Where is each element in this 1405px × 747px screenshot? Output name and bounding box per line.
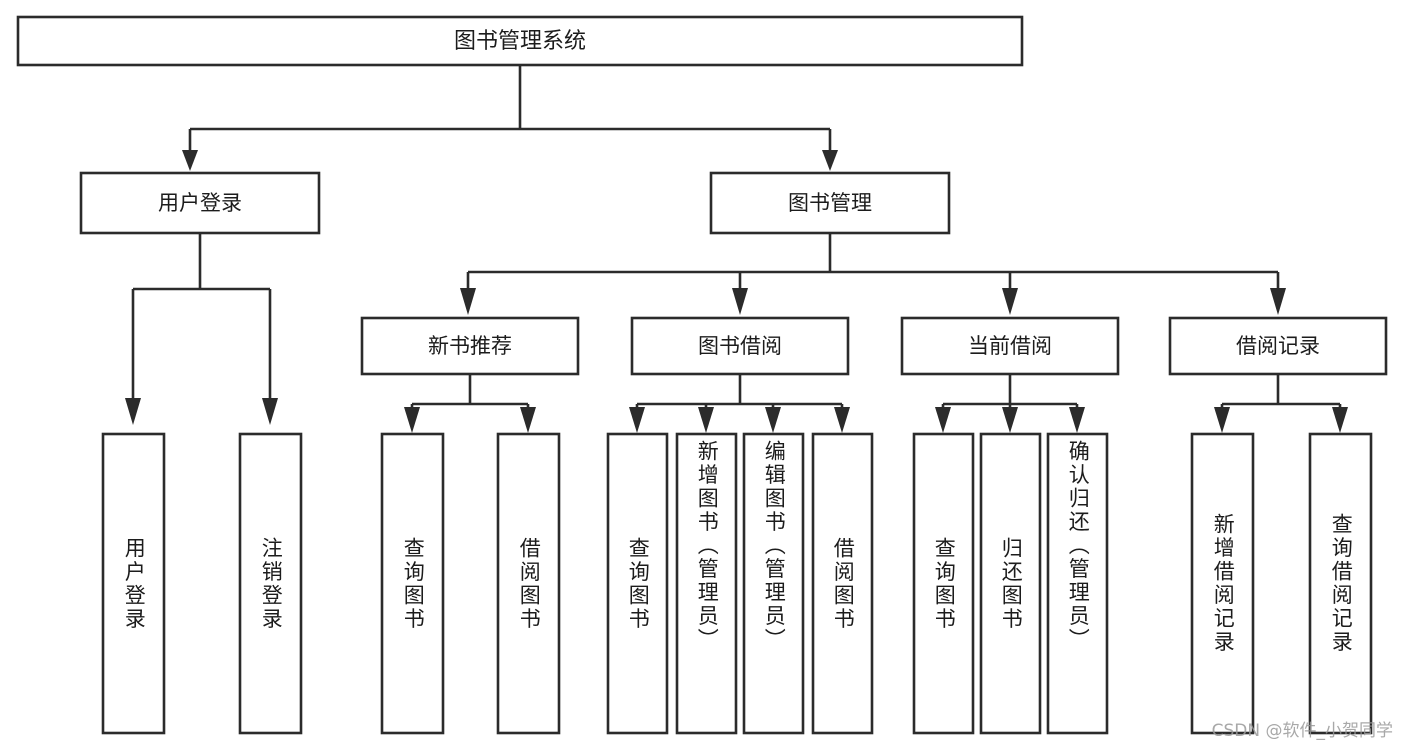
leaf-box-query-borrow-record[interactable] bbox=[1308, 432, 1373, 735]
arrow-bb-leaf1 bbox=[629, 407, 645, 433]
arrow-nb-leaf1 bbox=[404, 407, 420, 433]
node-current-borrow-box[interactable] bbox=[900, 316, 1120, 376]
watermark-text: CSDN @软件_小贺同学 bbox=[1211, 721, 1393, 741]
leaf-box-edit-book-admin[interactable] bbox=[742, 432, 805, 735]
arrow-br-leaf1 bbox=[1214, 407, 1230, 433]
arrow-to-user-login bbox=[182, 150, 198, 171]
arrow-to-book-borrow bbox=[732, 288, 748, 315]
node-current-borrow[interactable]: 当前借阅 bbox=[900, 316, 1120, 376]
arrow-br-leaf2 bbox=[1332, 407, 1348, 433]
arrow-cb-leaf1 bbox=[935, 407, 951, 433]
arrow-leaf-logout bbox=[262, 398, 278, 425]
arrow-to-borrow-record bbox=[1270, 288, 1286, 315]
node-root-box[interactable] bbox=[16, 15, 1024, 67]
arrow-cb-leaf3 bbox=[1069, 407, 1085, 433]
leaf-box-borrow-book-nb[interactable] bbox=[496, 432, 561, 735]
node-borrow-record-label: 借阅记录 bbox=[1236, 334, 1320, 358]
arrow-bb-leaf4 bbox=[834, 407, 850, 433]
node-book-borrow-box[interactable] bbox=[630, 316, 850, 376]
node-book-borrow-label: 图书借阅 bbox=[698, 334, 782, 358]
leaf-box-return-book[interactable] bbox=[979, 432, 1042, 735]
leaf-box-user-login[interactable] bbox=[101, 432, 166, 735]
leaf-box-borrow-book-bb[interactable] bbox=[811, 432, 874, 735]
arrow-to-current-borrow bbox=[1002, 288, 1018, 315]
arrow-to-new-book bbox=[460, 288, 476, 315]
node-user-login-label: 用户登录 bbox=[158, 191, 242, 215]
node-book-borrow[interactable]: 图书借阅 bbox=[630, 316, 850, 376]
arrow-bb-leaf3 bbox=[765, 407, 781, 433]
connector-layer bbox=[125, 65, 1348, 433]
arrow-bb-leaf2 bbox=[698, 407, 714, 433]
node-root-label: 图书管理系统 bbox=[454, 29, 586, 54]
arrow-nb-leaf2 bbox=[520, 407, 536, 433]
leaf-box-query-book-cb[interactable] bbox=[912, 432, 975, 735]
node-new-book-recommend[interactable]: 新书推荐 bbox=[360, 316, 580, 376]
arrow-cb-leaf2 bbox=[1002, 407, 1018, 433]
node-new-book-recommend-box[interactable] bbox=[360, 316, 580, 376]
node-user-login-box[interactable] bbox=[79, 171, 321, 235]
node-borrow-record-box[interactable] bbox=[1168, 316, 1388, 376]
leaf-box-add-book-admin[interactable] bbox=[675, 432, 738, 735]
node-root[interactable]: 图书管理系统 bbox=[16, 15, 1024, 67]
leaf-box-logout[interactable] bbox=[238, 432, 303, 735]
leaf-box-confirm-return-admin[interactable] bbox=[1046, 432, 1109, 735]
node-borrow-record[interactable]: 借阅记录 bbox=[1168, 316, 1388, 376]
node-book-manage-box[interactable] bbox=[709, 171, 951, 235]
leaf-box-add-borrow-record[interactable] bbox=[1190, 432, 1255, 735]
leaf-box-query-book-nb[interactable] bbox=[380, 432, 445, 735]
node-book-manage-label: 图书管理 bbox=[788, 191, 872, 215]
node-book-manage[interactable]: 图书管理 bbox=[709, 171, 951, 235]
arrow-leaf-user-login bbox=[125, 398, 141, 425]
leaf-box-query-book-bb[interactable] bbox=[606, 432, 669, 735]
node-user-login[interactable]: 用户登录 bbox=[79, 171, 321, 235]
arrow-to-book-manage bbox=[822, 150, 838, 171]
node-new-book-recommend-label: 新书推荐 bbox=[428, 334, 512, 358]
node-current-borrow-label: 当前借阅 bbox=[968, 334, 1052, 358]
